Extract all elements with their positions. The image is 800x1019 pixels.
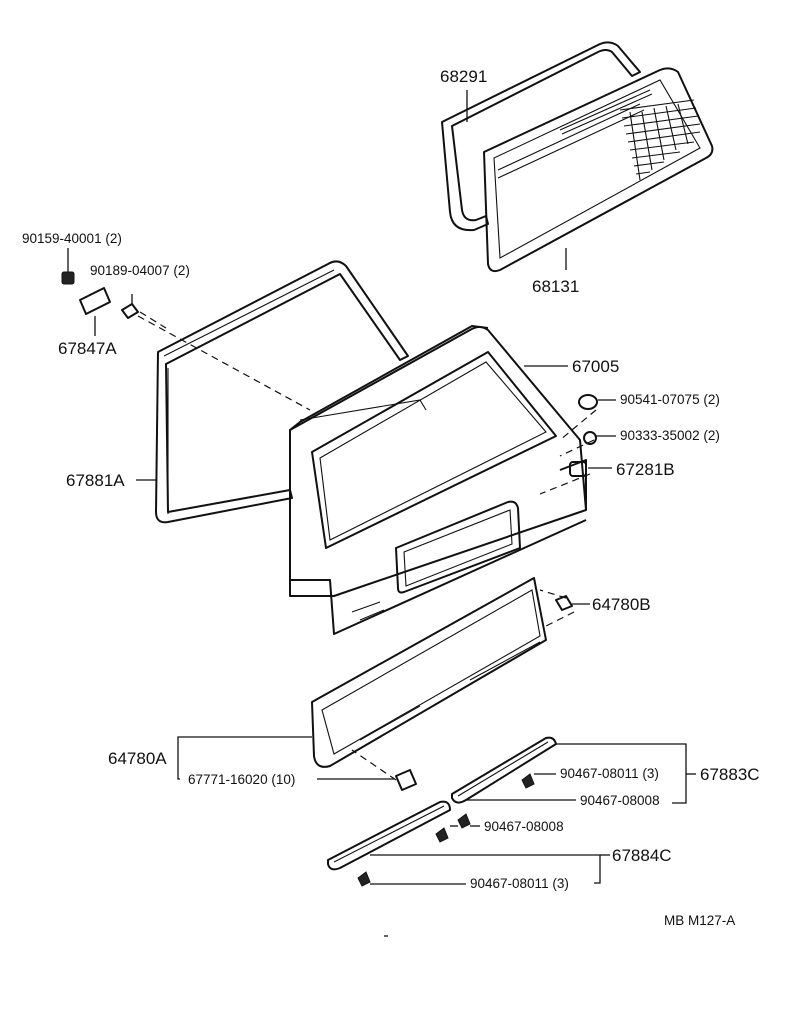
callout-90541-07075: 90541-07075 (2)	[620, 392, 720, 407]
bolt-90159-40001-icon	[61, 262, 75, 285]
clip-64780B-icon	[555, 595, 573, 611]
callout-67005: 67005	[572, 357, 620, 376]
cushion-90333-35002-icon	[583, 431, 597, 445]
part-67884C-scuff-plate	[327, 800, 451, 871]
leader-lines	[67, 90, 696, 885]
callout-67884C: 67884C	[612, 846, 672, 865]
part-67005-back-door	[289, 325, 587, 635]
callout-67881A: 67881A	[66, 471, 125, 490]
screw-90467-08011-lower-icon	[357, 871, 371, 887]
callout-64780B: 64780B	[592, 595, 651, 614]
callout-90159-40001: 90159-40001 (2)	[22, 231, 122, 246]
callout-90467-08008-upper: 90467-08008	[580, 793, 660, 808]
bracket-67847A-icon	[79, 287, 111, 315]
callout-67281B: 67281B	[616, 460, 675, 479]
part-67883C-scuff-plate	[451, 736, 557, 804]
callout-90467-08011-lower: 90467-08011 (3)	[470, 876, 569, 891]
callout-68131: 68131	[532, 277, 580, 296]
callout-90333-35002: 90333-35002 (2)	[620, 428, 720, 443]
part-68291-weatherstrip	[441, 41, 641, 232]
cushion-90541-07075-icon	[578, 394, 598, 410]
callout-90467-08011-upper: 90467-08011 (3)	[560, 766, 659, 781]
callout-68291: 68291	[440, 67, 488, 86]
callout-67847A: 67847A	[58, 339, 117, 358]
callout-67883C: 67883C	[700, 765, 760, 784]
screw-90467-08008-upper-icon	[457, 813, 471, 829]
stopper-67281B-icon	[569, 461, 587, 477]
callout-67771-16020: 67771-16020 (10)	[188, 772, 296, 787]
callout-90189-04007: 90189-04007 (2)	[90, 263, 190, 278]
clip-67771-16020-icon	[395, 769, 417, 791]
screw-90467-08008-lower-icon	[435, 827, 449, 843]
part-67881A-weatherstrip	[155, 260, 409, 524]
assembly-dashed-lines	[137, 311, 597, 781]
footer-code: MB M127-A	[664, 913, 736, 928]
part-68131-glass	[483, 67, 714, 273]
callout-90467-08008-lower: 90467-08008	[484, 819, 564, 834]
screw-90467-08011-upper-icon	[521, 773, 535, 789]
clip-90189-04007-icon	[121, 294, 139, 319]
callout-64780A: 64780A	[108, 749, 167, 768]
part-64780B-trim-board	[311, 577, 547, 768]
